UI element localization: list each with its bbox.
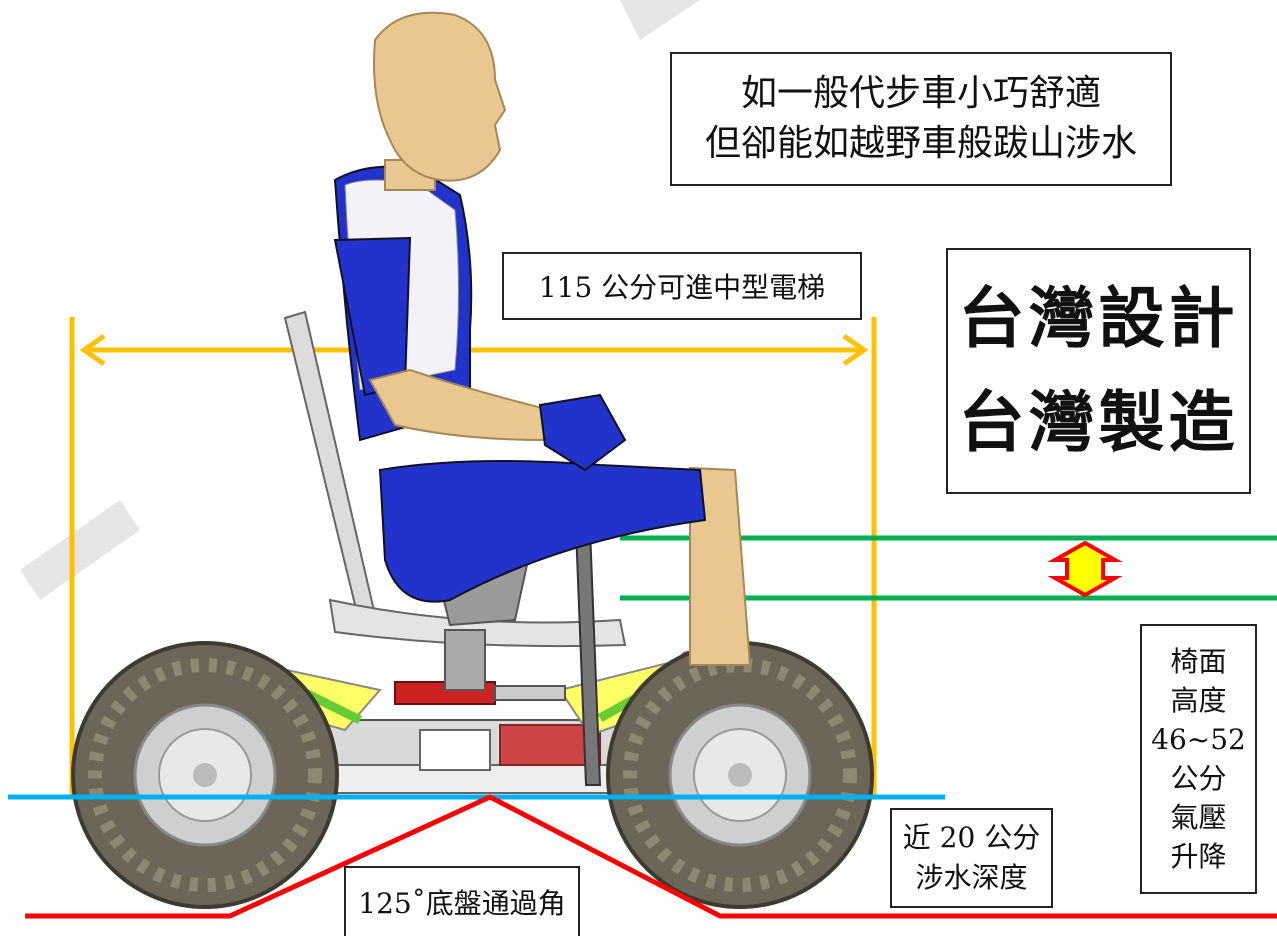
made-in-taiwan-box: 台灣設計 台灣製造 xyxy=(946,248,1251,494)
angle-lines xyxy=(25,794,1277,919)
taiwan-made-text: 台灣製造 xyxy=(958,384,1239,461)
seated-mannequin xyxy=(333,11,752,666)
seat-height-line: 椅面 xyxy=(1170,645,1227,678)
seat-height-line: 公分 xyxy=(1170,762,1227,795)
seat-height-label: 椅面 高度 46~52 公分 氣壓 升降 xyxy=(1140,624,1257,894)
slogan-box: 如一般代步車小巧舒適 但卻能如越野車般跋山涉水 xyxy=(670,52,1172,186)
water-depth-line-2: 涉水深度 xyxy=(915,861,1028,894)
rear-wheel xyxy=(71,641,339,909)
seat-height-line: 氣壓 xyxy=(1170,801,1227,834)
seat-height-line: 升降 xyxy=(1170,840,1227,873)
slogan-line-2: 但卻能如越野車般跋山涉水 xyxy=(704,123,1137,164)
chassis-angle-label: 125˚底盤通過角 xyxy=(344,866,580,936)
front-wheel xyxy=(606,641,874,909)
watermark xyxy=(20,0,700,600)
water-depth-line-1: 近 20 公分 xyxy=(902,821,1041,854)
slogan-line-1: 如一般代步車小巧舒適 xyxy=(740,73,1101,114)
seat-height-line: 46~52 xyxy=(1151,723,1246,756)
elevator-width-label: 115 公分可進中型電梯 xyxy=(502,252,862,320)
taiwan-design-text: 台灣設計 xyxy=(958,280,1239,357)
seat-height-line: 高度 xyxy=(1170,684,1227,717)
seat-height-arrow xyxy=(1047,540,1123,598)
water-depth-label: 近 20 公分 涉水深度 xyxy=(890,808,1053,908)
width-marker xyxy=(69,317,877,797)
